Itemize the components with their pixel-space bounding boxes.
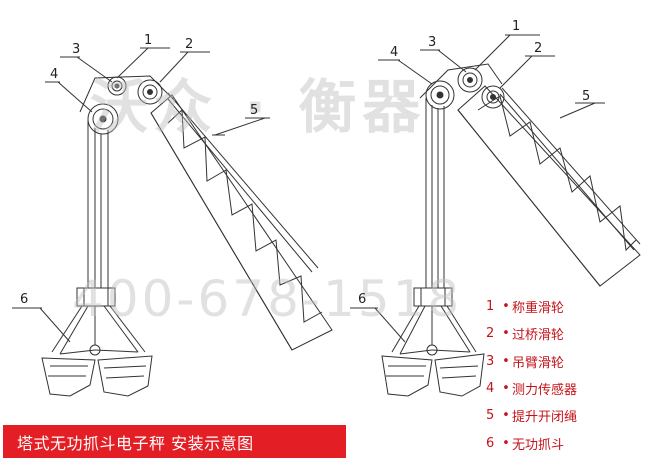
left-sheave-4 (87, 103, 119, 135)
caption-banner: 塔式无功抓斗电子秤 安装示意图 (3, 425, 346, 458)
left-callout-leaders (12, 47, 270, 343)
left-callout-4: 4 (50, 67, 59, 82)
right-sheave-3 (457, 67, 483, 93)
legend-bullet: • (502, 435, 510, 451)
left-callout-1: 1 (144, 33, 153, 48)
right-rope-5 (501, 87, 641, 245)
legend-label: 过桥滑轮 (512, 328, 565, 344)
right-crane (381, 63, 641, 397)
right-callout-leaders (350, 34, 605, 343)
legend-label: 提升开闭绳 (512, 410, 578, 426)
caption-text: 塔式无功抓斗电子秤 安装示意图 (17, 433, 254, 453)
right-grab-arms (391, 305, 477, 356)
legend-number: 6 (486, 435, 495, 451)
legend-item: 1 • 称重滑轮 (486, 293, 646, 320)
left-sheave-2 (137, 79, 163, 105)
legend-number: 1 (486, 299, 495, 315)
left-bucket-right (97, 355, 153, 397)
left-callout-2: 2 (185, 37, 194, 52)
left-boom-lattice (167, 108, 323, 323)
left-callout-3: 3 (72, 42, 81, 57)
left-bucket-left (41, 357, 96, 397)
right-sheave-frame (419, 63, 503, 99)
right-callout-1: 1 (512, 19, 521, 34)
legend-number: 2 (486, 326, 495, 342)
right-bucket-right (434, 353, 485, 397)
right-sheave-4 (425, 80, 455, 110)
legend-item: 4 • 测力传感器 (486, 375, 646, 402)
right-callout-2: 2 (534, 41, 543, 56)
legend-number: 3 (486, 353, 495, 369)
right-grab-head (413, 287, 453, 307)
right-callout-5: 5 (582, 89, 591, 104)
left-rope-5 (167, 92, 319, 269)
left-callout-6: 6 (20, 292, 29, 307)
right-callout-4: 4 (390, 45, 399, 60)
legend-bullet: • (502, 408, 510, 424)
left-callout-5: 5 (250, 103, 259, 118)
legend-number: 5 (486, 408, 495, 424)
left-sheave-3 (107, 76, 127, 96)
legend-number: 4 (486, 381, 495, 397)
left-grab-head (76, 287, 116, 307)
legend: 1 • 称重滑轮 2 • 过桥滑轮 3 • 吊臂滑轮 4 • 测力传感器 5 •… (486, 293, 646, 457)
legend-item: 5 • 提升开闭绳 (486, 402, 646, 429)
legend-label: 称重滑轮 (512, 301, 565, 317)
legend-label: 无功抓斗 (512, 437, 565, 453)
left-crane (41, 75, 333, 397)
legend-item: 3 • 吊臂滑轮 (486, 348, 646, 375)
legend-bullet: • (502, 299, 510, 315)
right-boom-lattice (477, 95, 637, 252)
legend-bullet: • (502, 353, 510, 369)
legend-item: 6 • 无功抓斗 (486, 429, 646, 456)
left-grab-arms (51, 305, 146, 356)
legend-bullet: • (502, 381, 510, 397)
legend-label: 吊臂滑轮 (512, 355, 565, 371)
right-callout-6: 6 (358, 292, 367, 307)
right-bucket-left (381, 355, 433, 397)
right-sheave-2 (481, 85, 505, 109)
right-boom-truss (457, 85, 641, 287)
legend-label: 测力传感器 (512, 383, 578, 399)
right-callout-3: 3 (428, 35, 437, 50)
left-boom-truss (150, 94, 333, 351)
legend-item: 2 • 过桥滑轮 (486, 320, 646, 347)
legend-bullet: • (502, 326, 510, 342)
